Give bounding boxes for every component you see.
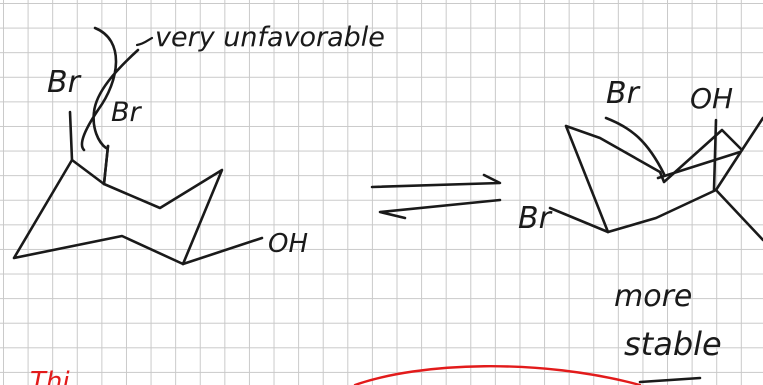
very-unfavorable-annotation: very unfavorable <box>155 22 385 53</box>
right-br-top: Br <box>606 76 641 111</box>
left-br-axial-1: Br <box>47 65 82 100</box>
oh-bond <box>181 236 264 266</box>
left-chair-cyclohexane <box>12 110 264 266</box>
br-bond-left <box>548 206 610 234</box>
axial-bond-1 <box>68 110 74 162</box>
left-br-axial-2: Br <box>111 97 143 128</box>
bottom-left-fragment: Thi <box>30 367 70 385</box>
red-circle-arc <box>353 365 642 385</box>
right-br-left: Br <box>518 201 553 236</box>
right-oh-top: OH <box>690 82 733 115</box>
right-chair-cyclohexane <box>548 116 763 242</box>
more-stable-line1: more <box>614 279 692 314</box>
stable-underline <box>638 376 702 384</box>
left-oh-label: OH <box>268 229 308 259</box>
oh-bond-right <box>712 118 718 192</box>
annotation-leader <box>135 36 154 47</box>
br-bond-top <box>604 116 666 176</box>
more-stable-line2: stable <box>624 325 722 363</box>
axial-cross-bond <box>656 150 742 180</box>
equilibrium-arrows <box>370 173 502 220</box>
diaxial-interaction-arc <box>80 26 140 152</box>
